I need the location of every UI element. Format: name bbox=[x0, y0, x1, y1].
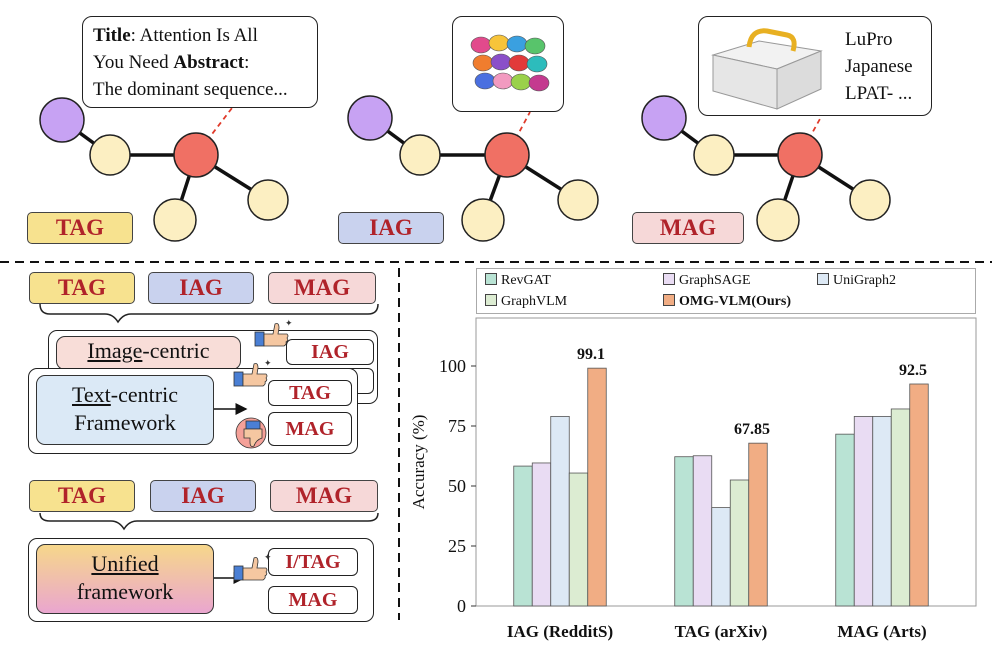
row2-tag: TAG bbox=[29, 480, 135, 512]
label-iag: IAG bbox=[338, 212, 444, 244]
x-tick-label: MAG (Arts) bbox=[837, 622, 926, 641]
y-tick-label: 50 bbox=[448, 476, 466, 496]
graph-tag bbox=[39, 97, 289, 242]
row2-mag: MAG bbox=[270, 480, 378, 512]
svg-text:✦: ✦ bbox=[264, 358, 272, 368]
text-centric-framework: Text-centric Framework bbox=[36, 375, 214, 445]
iag-image-callout bbox=[452, 16, 564, 112]
bar bbox=[711, 507, 731, 607]
y-tick-label: 75 bbox=[448, 416, 466, 436]
brace-top bbox=[39, 303, 379, 324]
legend-item: RevGAT bbox=[485, 273, 551, 289]
data-label: 99.1 bbox=[577, 346, 605, 363]
svg-text:✦: ✦ bbox=[285, 318, 293, 328]
bar bbox=[729, 479, 750, 607]
unified-framework: Unified framework bbox=[36, 544, 214, 614]
image-centric-framework: Image-centric bbox=[56, 336, 241, 370]
image-centric-out-iag: IAG bbox=[286, 339, 374, 365]
unified-out-itag: I/TAG bbox=[268, 548, 358, 576]
bar bbox=[513, 465, 533, 607]
bar bbox=[872, 415, 892, 607]
title-label: Title bbox=[93, 25, 131, 46]
brace-bottom bbox=[39, 512, 379, 531]
legend-item: GraphSAGE bbox=[663, 273, 751, 289]
thumbs-up-icon: ✦ bbox=[233, 552, 272, 581]
node-yellow bbox=[247, 179, 289, 221]
text-centric-out-tag: TAG bbox=[268, 380, 352, 406]
bar bbox=[692, 455, 713, 607]
node-purple bbox=[39, 97, 85, 143]
node-yellow bbox=[89, 134, 131, 176]
plastic-box-image bbox=[711, 28, 823, 110]
unified-out-mag: MAG bbox=[268, 586, 358, 614]
legend-swatch bbox=[485, 273, 497, 285]
svg-text:✦: ✦ bbox=[264, 552, 272, 562]
bar bbox=[568, 472, 589, 607]
tag-text-callout: Title: Attention Is All You Need Abstrac… bbox=[82, 16, 318, 108]
label-tag: TAG bbox=[27, 212, 133, 244]
row1-tag: TAG bbox=[29, 272, 135, 304]
node-red bbox=[173, 132, 219, 178]
graph-iag bbox=[347, 95, 599, 242]
legend-item: OMG-VLM(Ours) bbox=[663, 294, 791, 310]
legend-swatch bbox=[663, 294, 675, 306]
bar bbox=[909, 383, 929, 607]
legend-swatch bbox=[485, 294, 497, 306]
mag-multimodal-callout: LuPro Japanese LPAT- ... bbox=[698, 16, 932, 116]
chart-legend: RevGAT GraphSAGE UniGraph2 GraphVLM OMG-… bbox=[476, 268, 976, 314]
legend-swatch bbox=[663, 273, 675, 285]
graph-mag bbox=[641, 95, 891, 242]
bar bbox=[587, 367, 607, 607]
legend-item: GraphVLM bbox=[485, 294, 567, 310]
y-tick-label: 0 bbox=[457, 596, 466, 616]
row1-iag: IAG bbox=[148, 272, 254, 304]
legend-item: UniGraph2 bbox=[817, 273, 896, 289]
x-tick-label: TAG (arXiv) bbox=[675, 622, 768, 641]
data-label: 67.85 bbox=[734, 421, 770, 438]
row1-mag: MAG bbox=[268, 272, 376, 304]
thumbs-up-icon: ✦ bbox=[233, 358, 272, 387]
bar bbox=[890, 408, 911, 607]
text-centric-out-mag: MAG bbox=[268, 412, 352, 446]
node-yellow bbox=[153, 198, 197, 242]
bar bbox=[835, 433, 855, 607]
bar bbox=[531, 462, 552, 607]
y-axis-label: Accuracy (%) bbox=[409, 415, 428, 510]
thumbs-down-icon bbox=[235, 417, 267, 449]
bar bbox=[550, 415, 570, 607]
label-mag: MAG bbox=[632, 212, 744, 244]
yarn-image bbox=[470, 34, 550, 92]
legend-swatch bbox=[817, 273, 829, 285]
thumbs-up-icon: ✦ bbox=[254, 318, 293, 347]
bar bbox=[674, 456, 694, 607]
bar bbox=[853, 415, 874, 607]
x-tick-label: IAG (RedditS) bbox=[507, 622, 613, 641]
abstract-label: Abstract bbox=[173, 52, 245, 73]
bar bbox=[748, 442, 768, 607]
data-label: 92.5 bbox=[899, 362, 927, 379]
y-tick-label: 100 bbox=[439, 356, 466, 376]
row2-iag: IAG bbox=[150, 480, 256, 512]
y-tick-label: 25 bbox=[448, 536, 466, 556]
